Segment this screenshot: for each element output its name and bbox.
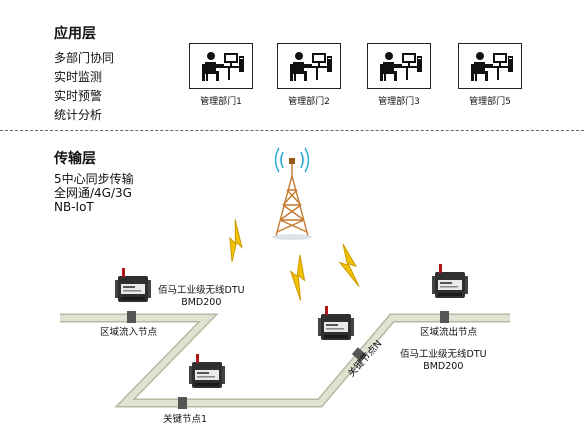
department-label: 管理部门5 xyxy=(469,97,511,107)
layer-divider xyxy=(0,130,584,131)
app-feature: 实时监测 xyxy=(54,70,103,84)
transport-feature: NB-IoT xyxy=(54,200,94,214)
key-node-1-label: 关键节点1 xyxy=(163,414,208,425)
outflow-node-label: 区域流出节点 xyxy=(420,327,478,338)
department-box-1: 管理部门1 xyxy=(189,43,253,107)
outflow-node-marker xyxy=(440,311,449,323)
inflow-node-marker xyxy=(127,311,136,323)
dtu-model-name: 佰马工业级无线DTU xyxy=(400,349,487,360)
transport-feature: 全网通/4G/3G xyxy=(54,186,132,200)
app-layer-title: 应用层 xyxy=(54,26,96,42)
dtu-model-code: BMD200 xyxy=(181,297,222,308)
app-feature: 多部门协同 xyxy=(54,51,115,65)
transport-feature: 5中心同步传输 xyxy=(54,172,134,186)
dtu-label-left: 佰马工业级无线DTU BMD200 xyxy=(158,285,245,309)
key-node-1-marker xyxy=(178,397,187,409)
app-feature-list: 多部门协同 实时监测 实时预警 统计分析 xyxy=(54,49,114,125)
app-feature: 实时预警 xyxy=(54,89,103,103)
transport-layer-title: 传输层 xyxy=(54,151,96,167)
dtu-model-name: 佰马工业级无线DTU xyxy=(158,285,245,296)
key-node-n-marker xyxy=(351,347,367,362)
inflow-node-label: 区域流入节点 xyxy=(100,327,158,338)
signal-tower-icon xyxy=(275,158,309,237)
department-label: 管理部门2 xyxy=(288,97,330,107)
pipeline xyxy=(60,313,510,408)
app-feature: 统计分析 xyxy=(54,108,103,122)
department-box-2: 管理部门2 xyxy=(277,43,341,107)
department-box-3: 管理部门3 xyxy=(367,43,431,107)
signal-waves-icon xyxy=(274,147,310,173)
department-box-5: 管理部门5 xyxy=(458,43,522,107)
department-label: 管理部门3 xyxy=(378,97,420,107)
transport-feature-list: 5中心同步传输 全网通/4G/3G NB-IoT xyxy=(54,172,134,214)
dtu-label-right: 佰马工业级无线DTU BMD200 xyxy=(400,349,487,373)
department-label: 管理部门1 xyxy=(200,97,242,107)
dtu-model-code: BMD200 xyxy=(423,361,464,372)
